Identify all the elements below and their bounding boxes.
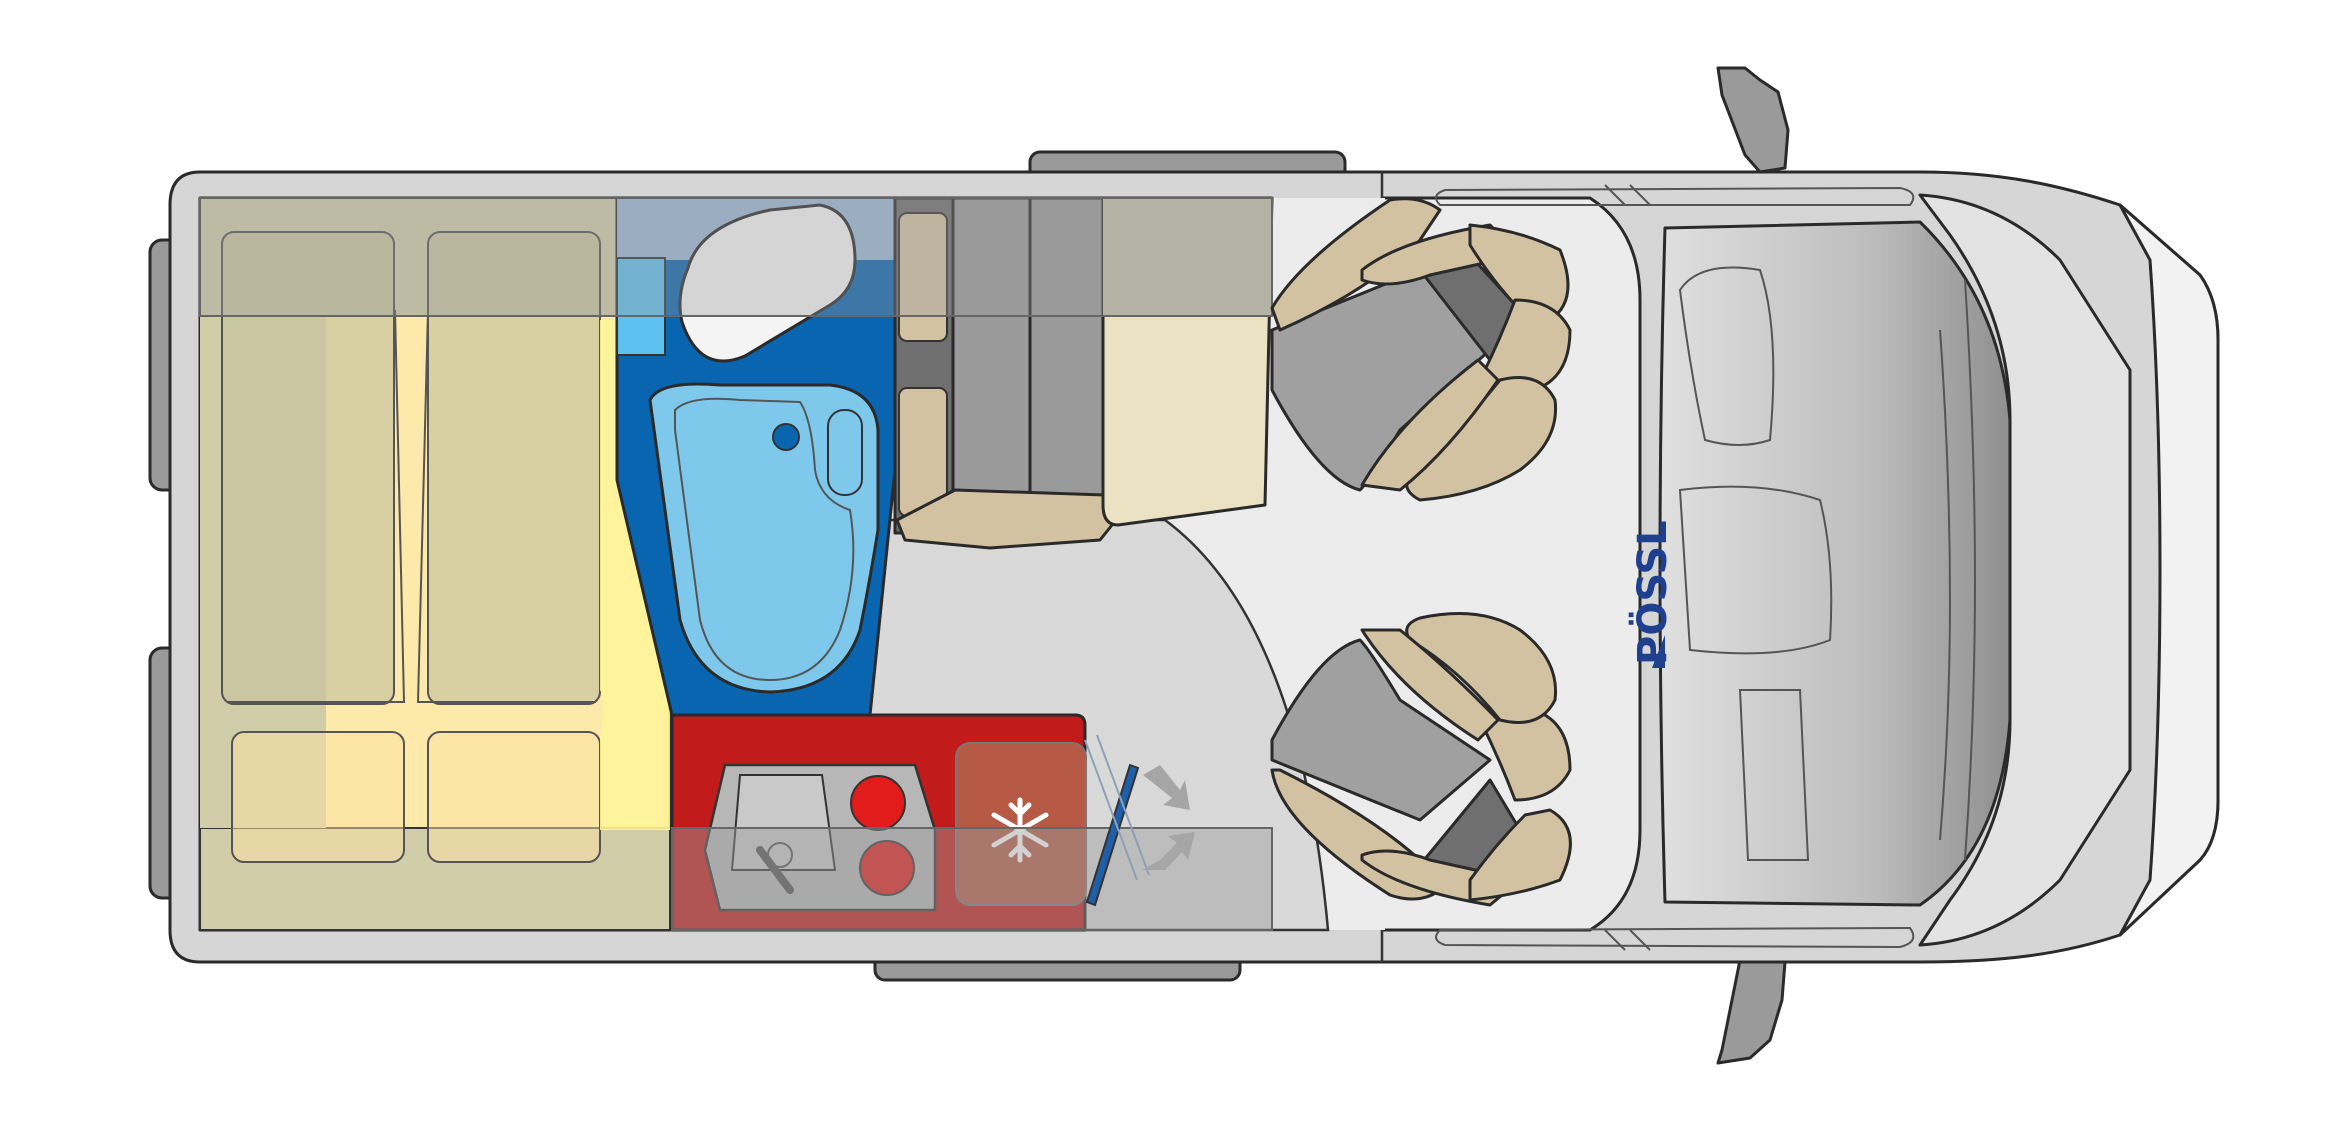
dash-details [1678,266,1977,861]
kitchen [670,713,1273,932]
sliding-door [1084,734,1150,907]
seat-driver-icon [1270,197,1572,502]
overhead-beam-top [199,197,1273,317]
cab-door-lines [1435,184,1915,951]
dashboard [1658,220,2012,907]
washbasin-icon [648,382,880,694]
toilet-icon [678,203,857,363]
dinette-table [1101,196,1274,527]
seat-passenger-icon [1270,612,1572,907]
brand-swoosh-icon [1652,635,1665,668]
bed [198,196,672,932]
bathroom [615,196,897,717]
brand-logo: PÖSSL [1628,520,1676,665]
mirror-bottom [1716,958,1787,1065]
burner-front-icon [850,775,906,831]
svg-text:PÖSSL: PÖSSL [1628,520,1676,665]
snowflake-icon [991,797,1049,863]
door-arrow-icon [1142,765,1195,870]
hood [2118,203,2220,937]
windshield [1918,193,2132,947]
burner-rear-icon [859,840,915,896]
mirror-top [1716,66,1790,174]
wardrobe [893,196,1114,550]
